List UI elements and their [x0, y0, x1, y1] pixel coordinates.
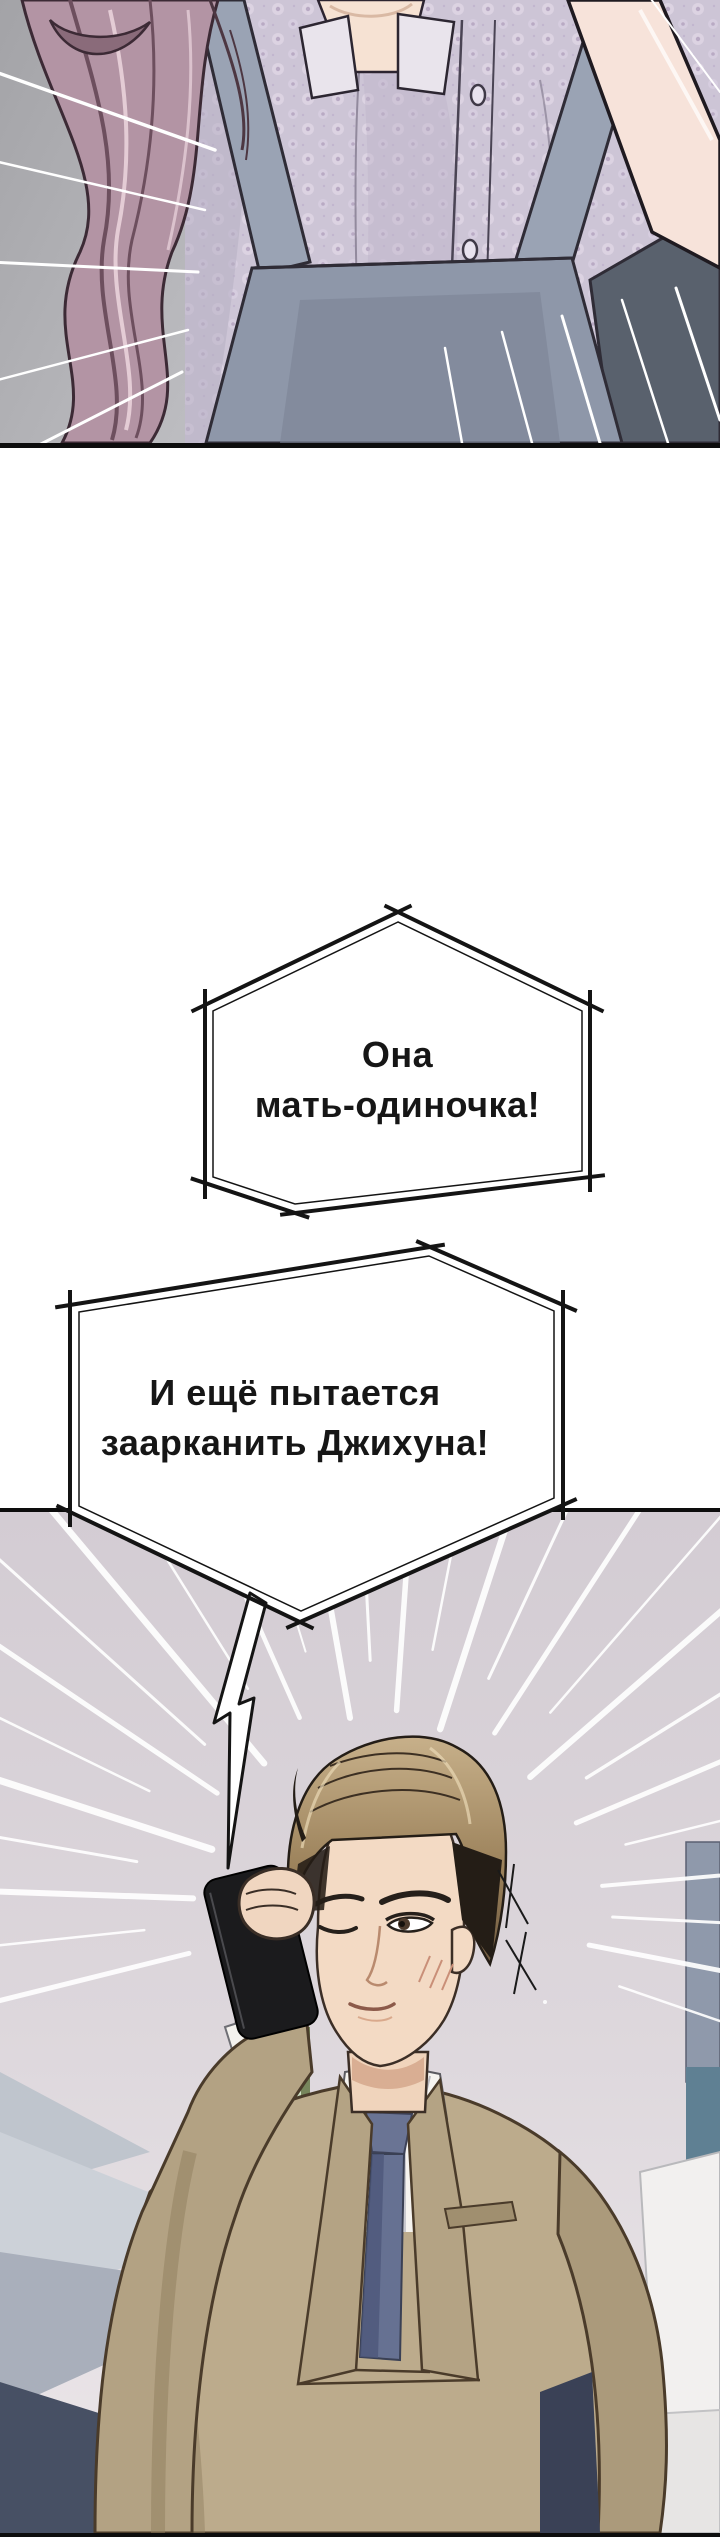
hand: [237, 1867, 316, 1941]
eye-wink: [318, 1925, 358, 1934]
tie-knot: [364, 2110, 414, 2156]
neck-and-collar: [298, 0, 456, 100]
bubble-2-line-2: заарканить Джихуна!: [100, 1422, 490, 1463]
bubble-1-text: Она мать-одиночка!: [205, 1030, 590, 1130]
raised-arm: [566, 0, 720, 270]
man-figure: [93, 1735, 668, 2533]
emphasis-marks: [497, 1863, 537, 1995]
bubble-1-line-2: мать-одиночка!: [254, 1084, 541, 1125]
suit-raised-sleeve: [93, 2011, 314, 2533]
button-bottom: [461, 238, 479, 262]
man-phone-panel: [0, 1508, 720, 2537]
woman-torso-panel: [0, 0, 720, 448]
eyebrow-right: [379, 1890, 451, 1905]
bubble-2-text: И ещё пытается заарканить Джихуна!: [45, 1368, 545, 1468]
ear: [450, 1925, 476, 1975]
lapel-left: [296, 2073, 374, 2386]
button-top: [469, 83, 487, 107]
eye-open: [386, 1916, 434, 1933]
bubble-2-line-1: И ещё пытается: [149, 1372, 441, 1413]
collar-left: [298, 14, 360, 100]
stray-hair-strand: [293, 1768, 306, 1842]
pinafore: [194, 0, 720, 443]
speed-lines-top-panel: [0, 0, 720, 443]
bubble-1-line-1: Она: [361, 1034, 434, 1075]
mouth: [348, 2002, 396, 2011]
collar-right: [396, 12, 456, 96]
nose: [365, 1925, 388, 1987]
hair-bun: [48, 19, 152, 56]
arm-gap-shadow: [540, 2372, 600, 2533]
suit-left-arm: [556, 2148, 668, 2533]
window-column: [685, 1841, 720, 2083]
woman-torso-illustration: [0, 0, 720, 443]
man-phone-illustration: [0, 1512, 720, 2533]
lapel-right: [406, 2076, 480, 2382]
cheek-lines: [418, 1955, 454, 1991]
chest-pocket: [443, 2200, 518, 2230]
woman-hair: [20, 0, 250, 443]
fingers: [245, 1888, 299, 1911]
